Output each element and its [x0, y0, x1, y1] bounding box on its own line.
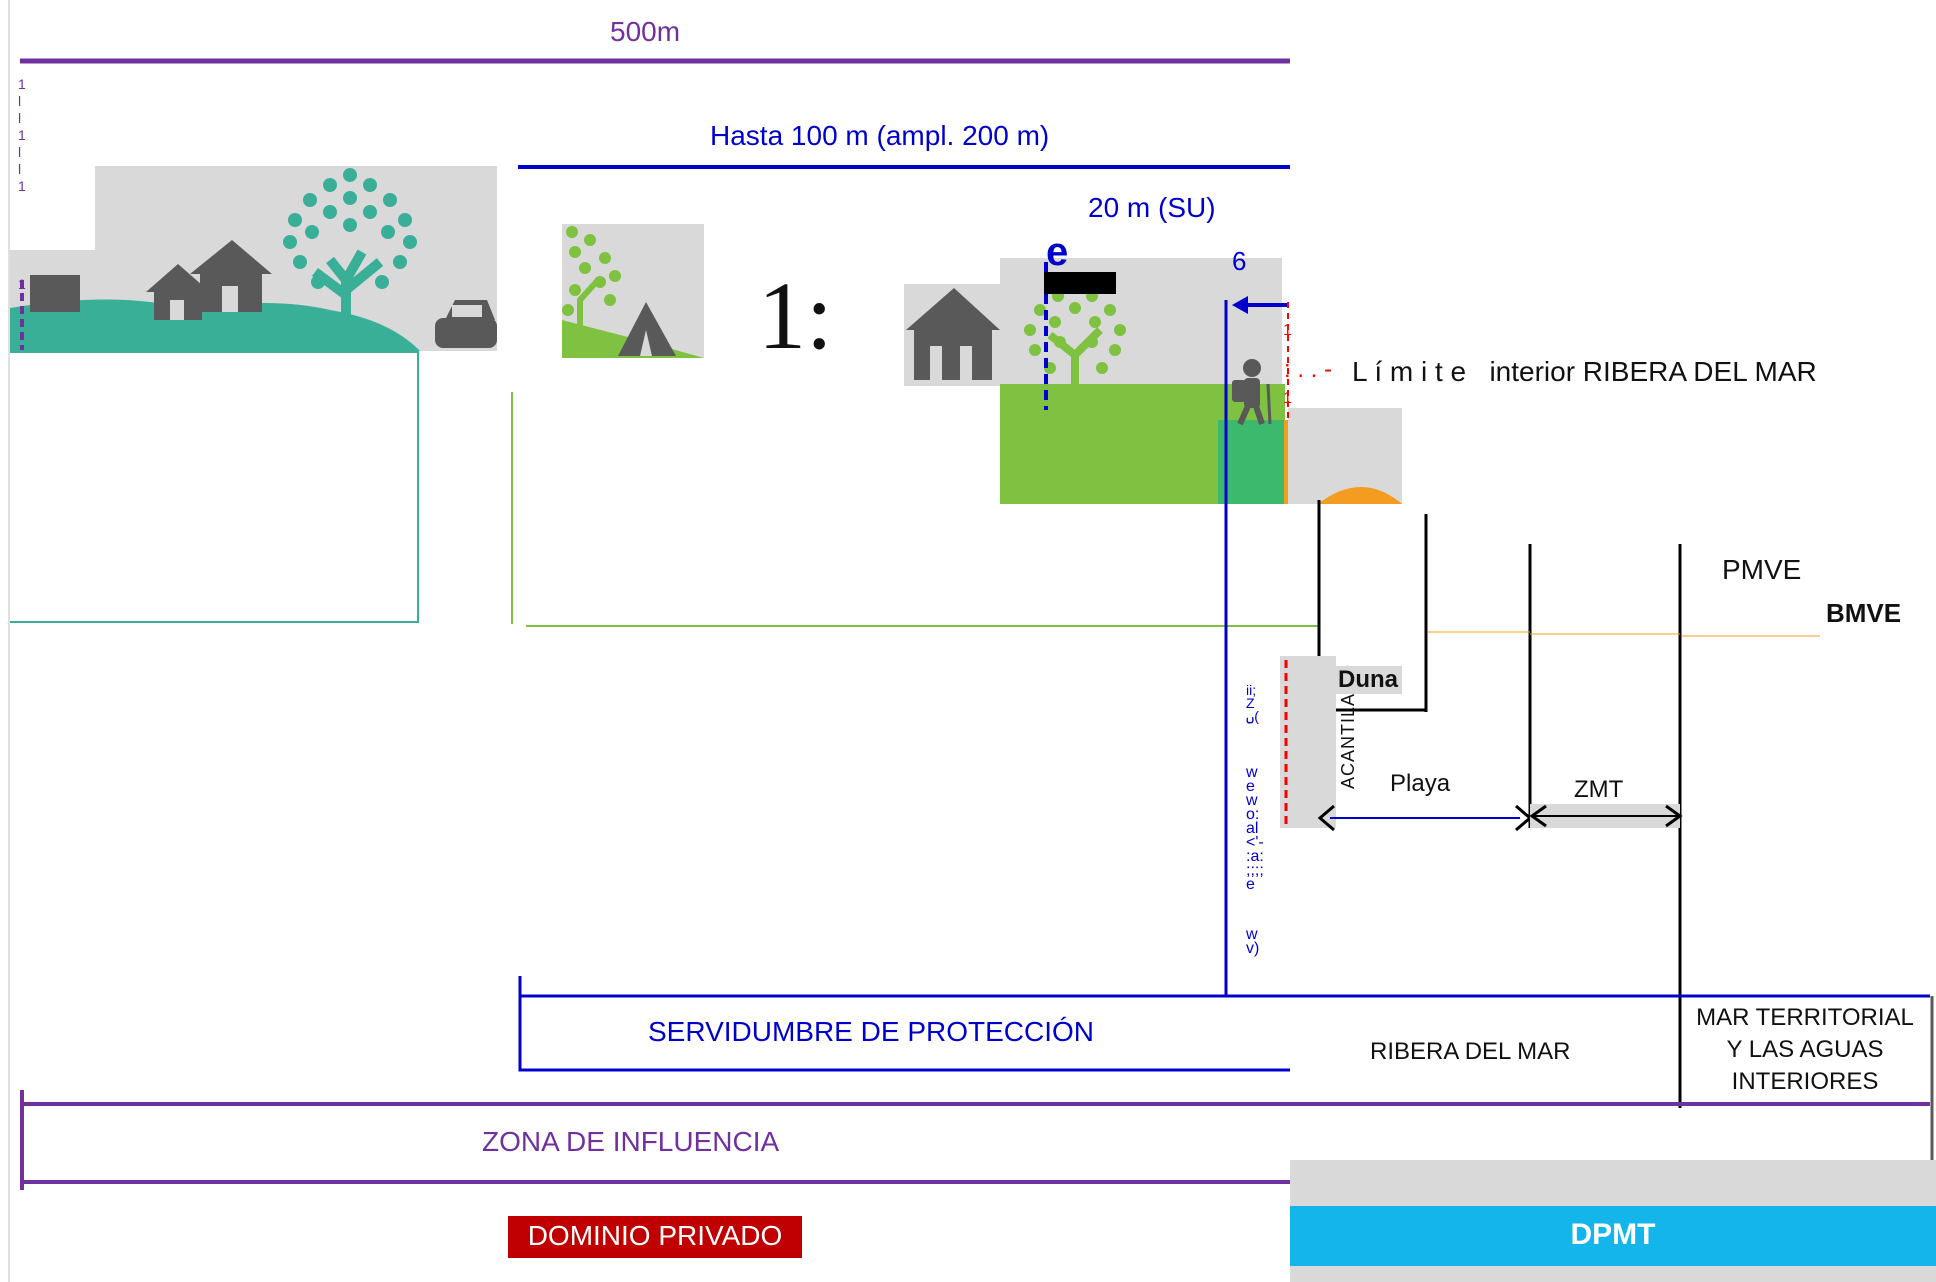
distance-500m-label: 500m: [610, 16, 681, 47]
pmve-label: PMVE: [1722, 554, 1802, 585]
left-tick-glyphs: 1 l l 1 l l 1: [18, 76, 26, 194]
dominio-privado-label: DOMINIO PRIVADO: [527, 1220, 783, 1251]
car-icon: [435, 300, 497, 348]
bmve-label: BMVE: [1826, 598, 1902, 628]
tree-icon: [283, 168, 417, 330]
vertical-garble-1: ii; Z ࢽ(: [1246, 682, 1259, 724]
ribera-label: RIBERA DEL MAR: [1370, 1038, 1571, 1065]
blue-arrow-20m: [1224, 296, 1288, 996]
tent-scene: [562, 224, 704, 358]
house-icon: [146, 240, 272, 320]
red-tick-top: 1: [1283, 322, 1292, 339]
acantilado-strip: [1280, 656, 1336, 828]
dpmt-band: [1290, 1206, 1936, 1266]
big-glyph: 1:: [758, 262, 833, 369]
dominio-privado-badge: [508, 1216, 802, 1258]
zona-influencia-label: ZONA DE INFLUENCIA: [482, 1126, 780, 1157]
zmt-label: ZMT: [1574, 776, 1624, 803]
limite-interior-label: L í m i t e interior RIBERA DEL MAR: [1352, 356, 1817, 387]
limite-dots: : . . -: [1284, 356, 1332, 383]
left-tick-one: 1: [18, 276, 26, 292]
distance-100m-label: Hasta 100 m (ampl. 200 m): [710, 120, 1050, 151]
marker-e: e: [1046, 230, 1069, 274]
left-scene: [10, 166, 497, 623]
house-icon: [30, 275, 80, 312]
dpmt-label: DPMT: [1570, 1218, 1656, 1251]
tree-icon: [1024, 282, 1126, 400]
redacted-bar: [1044, 272, 1116, 294]
tent-icon: [618, 302, 676, 356]
servidumbre-label: SERVIDUMBRE DE PROTECCIÓN: [648, 1016, 1094, 1047]
tree-icon: [562, 226, 621, 340]
circus-tent-icon: [906, 288, 1000, 380]
vertical-garble-2: w e w o: al <'- :a: ;;;; e: [1246, 764, 1264, 893]
distance-20m-label: 20 m (SU): [1088, 192, 1216, 223]
centre-scene: [904, 258, 1402, 504]
mar-territorial-label: MAR TERRITORIAL Y LAS AGUAS INTERIORES: [1696, 1004, 1914, 1095]
vertical-garble-3: w v): [1246, 926, 1260, 957]
hiker-icon: [1232, 359, 1272, 426]
playa-label: Playa: [1390, 770, 1451, 797]
red-tick-bottom: 1: [1283, 390, 1292, 407]
duna-label: Duna: [1334, 666, 1402, 694]
marker-6: 6: [1232, 246, 1247, 276]
